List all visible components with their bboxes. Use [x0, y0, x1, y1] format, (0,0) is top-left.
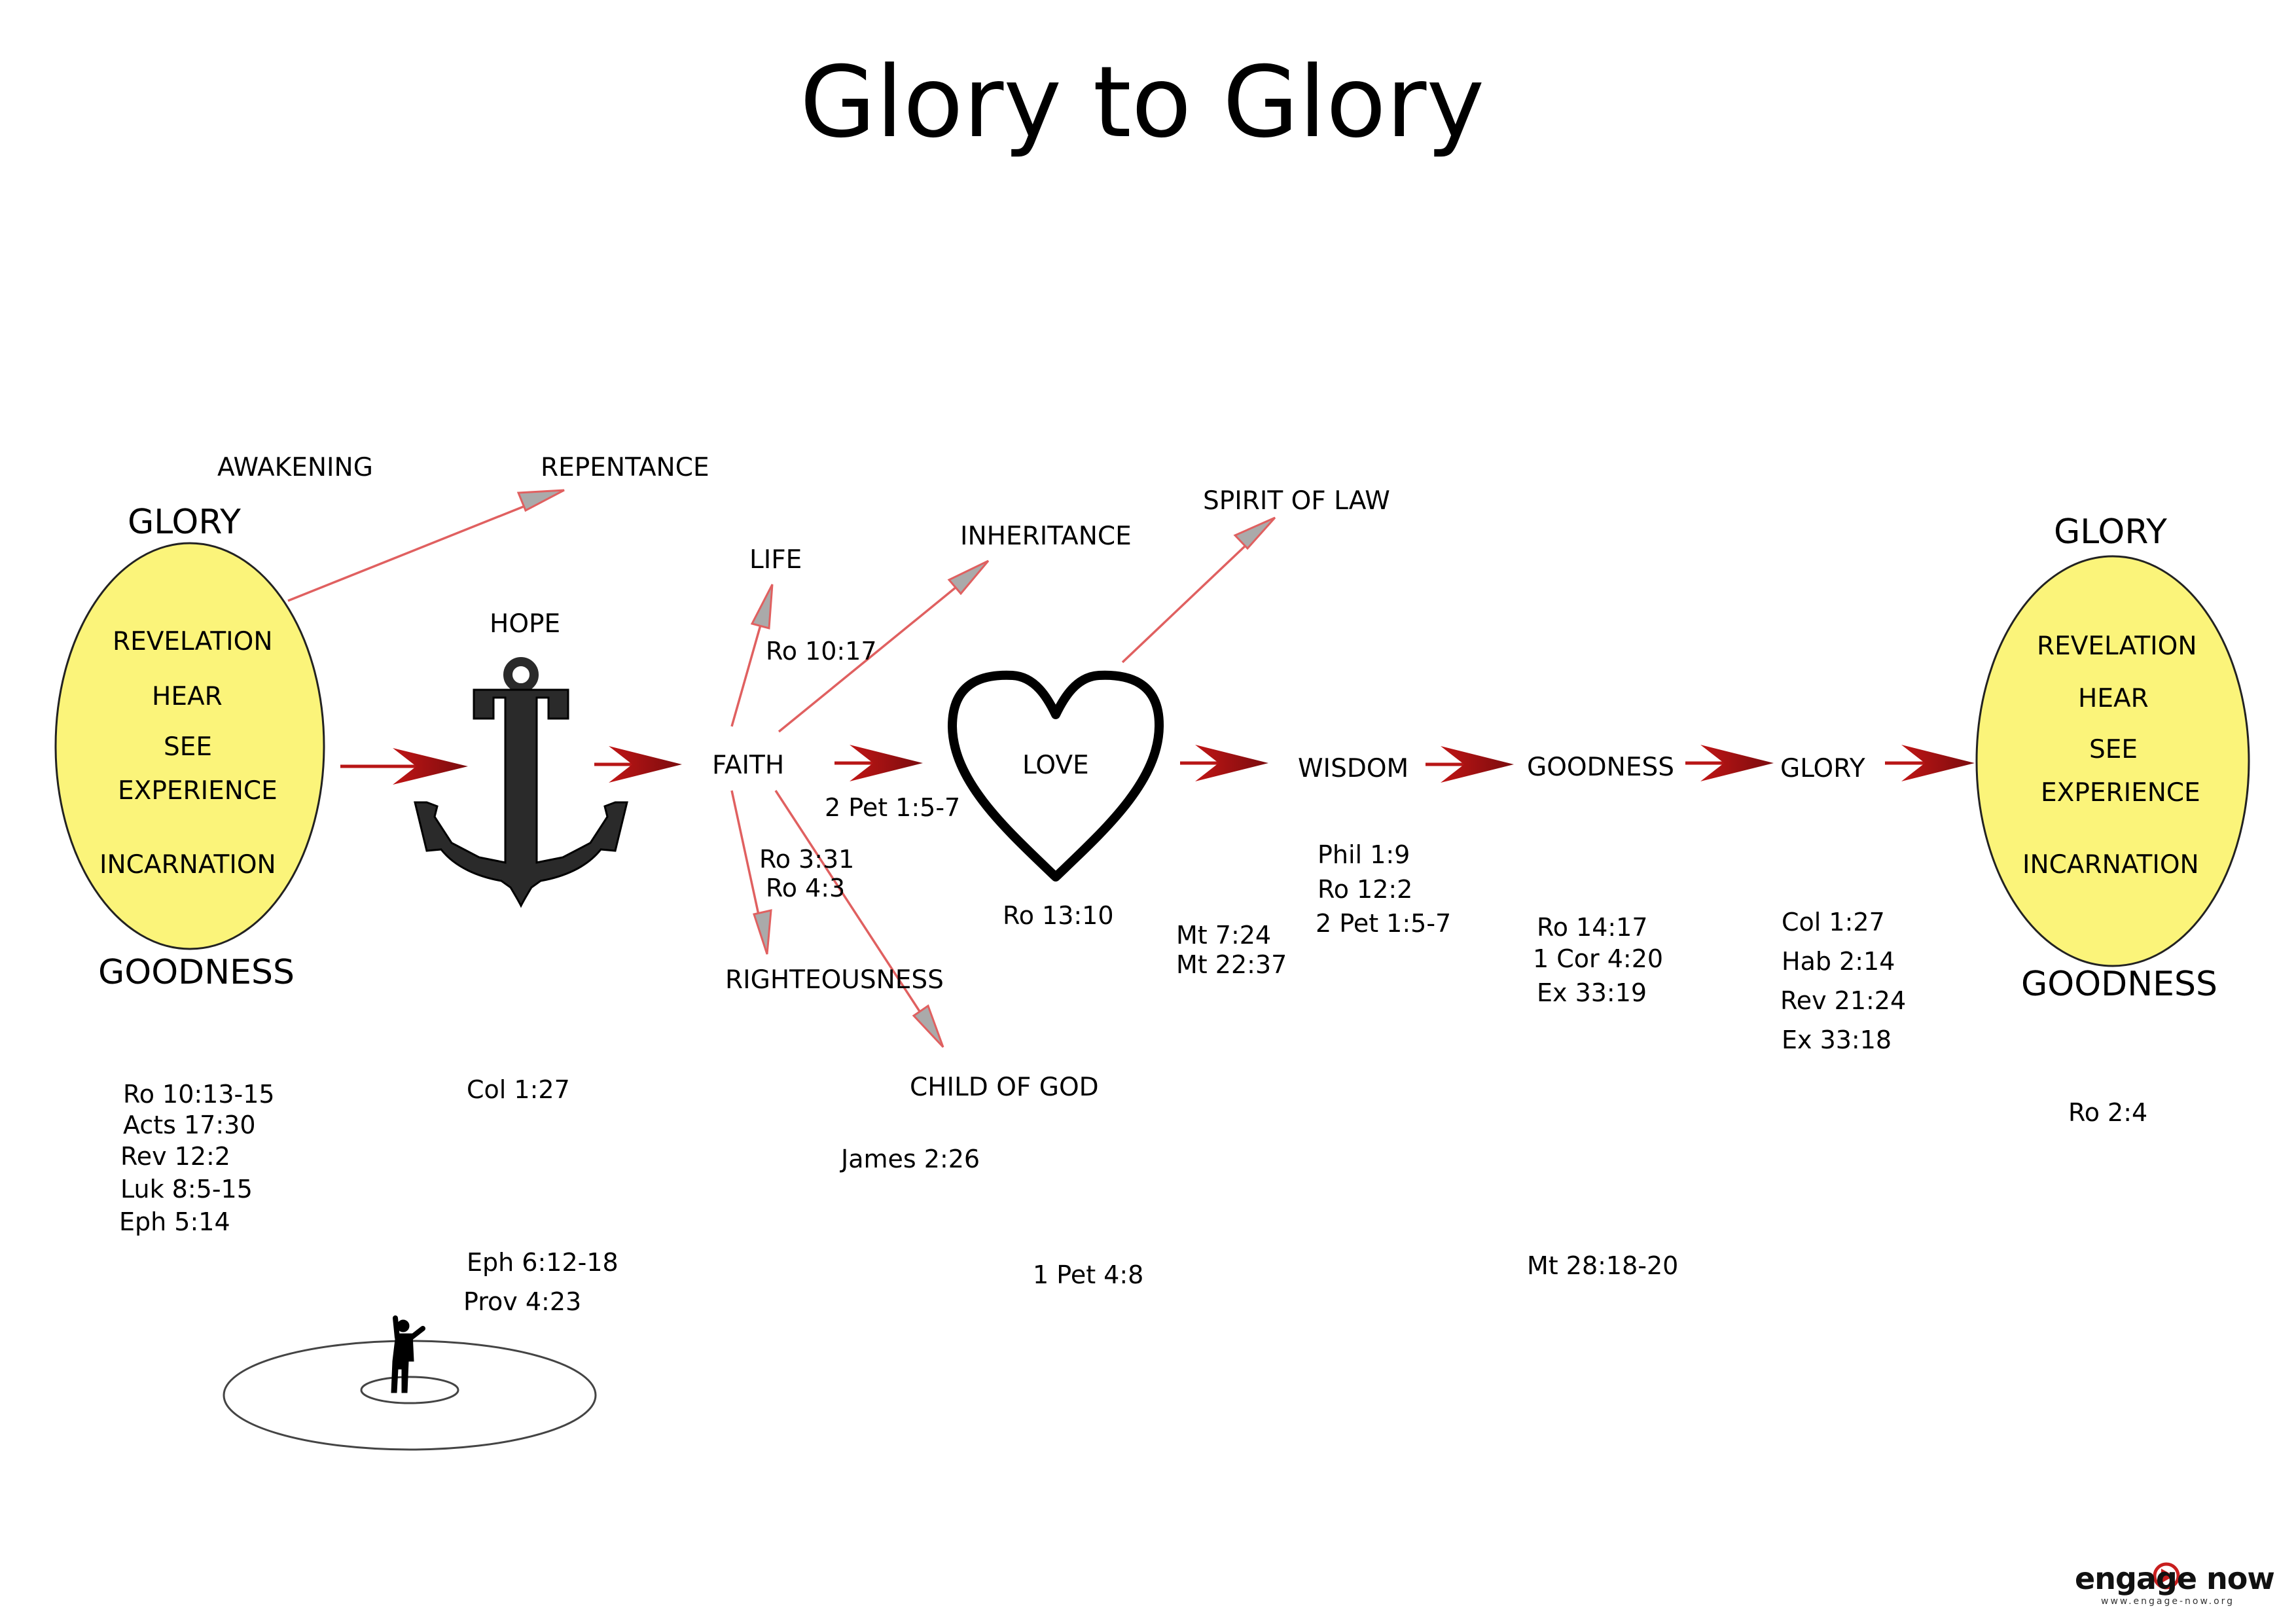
- left-oval-item-see: SEE: [164, 732, 213, 762]
- ref-2-pet-1-5-7-a: 2 Pet 1:5-7: [825, 793, 961, 822]
- label-love: LOVE: [1022, 751, 1089, 780]
- label-wisdom: WISDOM: [1298, 754, 1409, 783]
- flow-arrow-oval-to-hope: [340, 748, 468, 785]
- ref-acts-17-30: Acts 17:30: [123, 1111, 256, 1139]
- left-oval-item-experience: EXPERIENCE: [118, 776, 278, 806]
- engage-now-logo: engage now www.engage-now.org: [2075, 1561, 2275, 1607]
- branch-arrows: [287, 489, 1276, 1048]
- branch-arrow-to-inheritance: [778, 560, 990, 733]
- right-oval-bottom-label: GOODNESS: [2021, 965, 2217, 1004]
- flow-arrow-glory-to-oval: [1885, 745, 1975, 781]
- right-oval-top-label: GLORY: [2054, 512, 2167, 552]
- ref-mt-7-24: Mt 7:24: [1176, 921, 1272, 950]
- left-oval-item-revelation: REVELATION: [113, 627, 273, 656]
- ref-ro-12-2: Ro 12:2: [1318, 875, 1413, 904]
- ref-hab-2-14: Hab 2:14: [1782, 947, 1895, 976]
- ref-mt-22-37: Mt 22:37: [1176, 950, 1287, 979]
- ref-col-1-27-a: Col 1:27: [467, 1075, 570, 1104]
- ref-1-cor-4-20: 1 Cor 4:20: [1533, 944, 1664, 973]
- right-oval-item-experience: EXPERIENCE: [2041, 778, 2200, 808]
- left-oval-top-label: GLORY: [128, 503, 241, 542]
- flow-arrow-faith-to-love: [834, 745, 923, 781]
- label-glory: GLORY: [1780, 754, 1865, 783]
- ref-ro-13-10: Ro 13:10: [1003, 901, 1114, 930]
- label-child-of-god: CHILD OF GOD: [910, 1073, 1099, 1102]
- ref-ex-33-18: Ex 33:18: [1782, 1026, 1892, 1054]
- ref-eph-5-14: Eph 5:14: [119, 1207, 230, 1236]
- left-oval-bottom-label: GOODNESS: [98, 953, 295, 992]
- label-hope: HOPE: [490, 609, 561, 639]
- label-awakening: AWAKENING: [217, 453, 373, 482]
- label-righteousness: RIGHTEOUSNESS: [725, 965, 944, 995]
- right-oval-item-see: SEE: [2089, 735, 2138, 764]
- ref-col-1-27-b: Col 1:27: [1782, 908, 1885, 936]
- main-flow-arrows: [340, 745, 1975, 785]
- left-glory-oval: [54, 542, 325, 950]
- flow-arrow-goodness-to-glory: [1685, 745, 1774, 781]
- right-oval-item-revelation: REVELATION: [2037, 632, 2197, 661]
- left-oval-item-hear: HEAR: [152, 682, 223, 711]
- branch-arrow-to-life: [730, 584, 774, 727]
- ref-rev-21-24: Rev 21:24: [1780, 986, 1907, 1015]
- right-oval-item-incarnation: INCARNATION: [2022, 850, 2199, 880]
- ref-ro-2-4: Ro 2:4: [2068, 1098, 2148, 1127]
- branch-arrow-to-child-of-god: [774, 790, 944, 1048]
- flow-arrow-hope-to-faith: [594, 746, 682, 783]
- logo-url: www.engage-now.org: [2101, 1596, 2235, 1607]
- label-repentance: REPENTANCE: [541, 453, 709, 482]
- ref-ro-3-31: Ro 3:31: [759, 845, 855, 874]
- person-on-circle-icon: [223, 1315, 597, 1451]
- ref-james-2-26: James 2:26: [841, 1145, 980, 1173]
- right-glory-oval: [1975, 555, 2250, 967]
- label-faith: FAITH: [712, 751, 785, 780]
- label-life: LIFE: [749, 545, 802, 575]
- ref-2-pet-1-5-7-b: 2 Pet 1:5-7: [1316, 909, 1452, 938]
- label-inheritance: INHERITANCE: [960, 522, 1132, 551]
- anchor-icon: [414, 657, 628, 908]
- branch-arrow-to-repentance: [287, 489, 565, 602]
- ref-ro-10-17: Ro 10:17: [766, 637, 877, 666]
- branch-arrow-to-righteousness: [730, 790, 772, 955]
- ref-1-pet-4-8: 1 Pet 4:8: [1033, 1260, 1144, 1289]
- logo-text: engage now: [2075, 1561, 2275, 1596]
- page-title: Glory to Glory: [800, 46, 1485, 160]
- ref-rev-12-2: Rev 12:2: [120, 1142, 230, 1171]
- flow-arrow-wisdom-to-goodness: [1426, 746, 1514, 783]
- logo-play-icon: [2153, 1562, 2180, 1590]
- ref-ro-14-17: Ro 14:17: [1537, 913, 1648, 942]
- label-goodness: GOODNESS: [1527, 753, 1674, 782]
- flow-arrow-love-to-wisdom: [1180, 745, 1268, 781]
- heart-icon: [948, 670, 1164, 882]
- ref-ex-33-19: Ex 33:19: [1537, 978, 1647, 1007]
- right-oval-item-hear: HEAR: [2078, 684, 2149, 713]
- ref-ro-10-13-15: Ro 10:13-15: [123, 1080, 275, 1109]
- left-oval-item-incarnation: INCARNATION: [99, 850, 276, 880]
- ref-luk-8-5-15: Luk 8:5-15: [120, 1175, 253, 1204]
- ref-mt-28-18-20: Mt 28:18-20: [1527, 1251, 1679, 1280]
- ref-prov-4-23: Prov 4:23: [463, 1287, 582, 1316]
- ref-phil-1-9: Phil 1:9: [1318, 840, 1410, 869]
- ref-eph-6-12-18: Eph 6:12-18: [467, 1248, 619, 1277]
- branch-arrow-to-spirit-of-law: [1121, 516, 1276, 664]
- label-spirit-of-law: SPIRIT OF LAW: [1203, 486, 1390, 516]
- ref-ro-4-3: Ro 4:3: [766, 874, 846, 902]
